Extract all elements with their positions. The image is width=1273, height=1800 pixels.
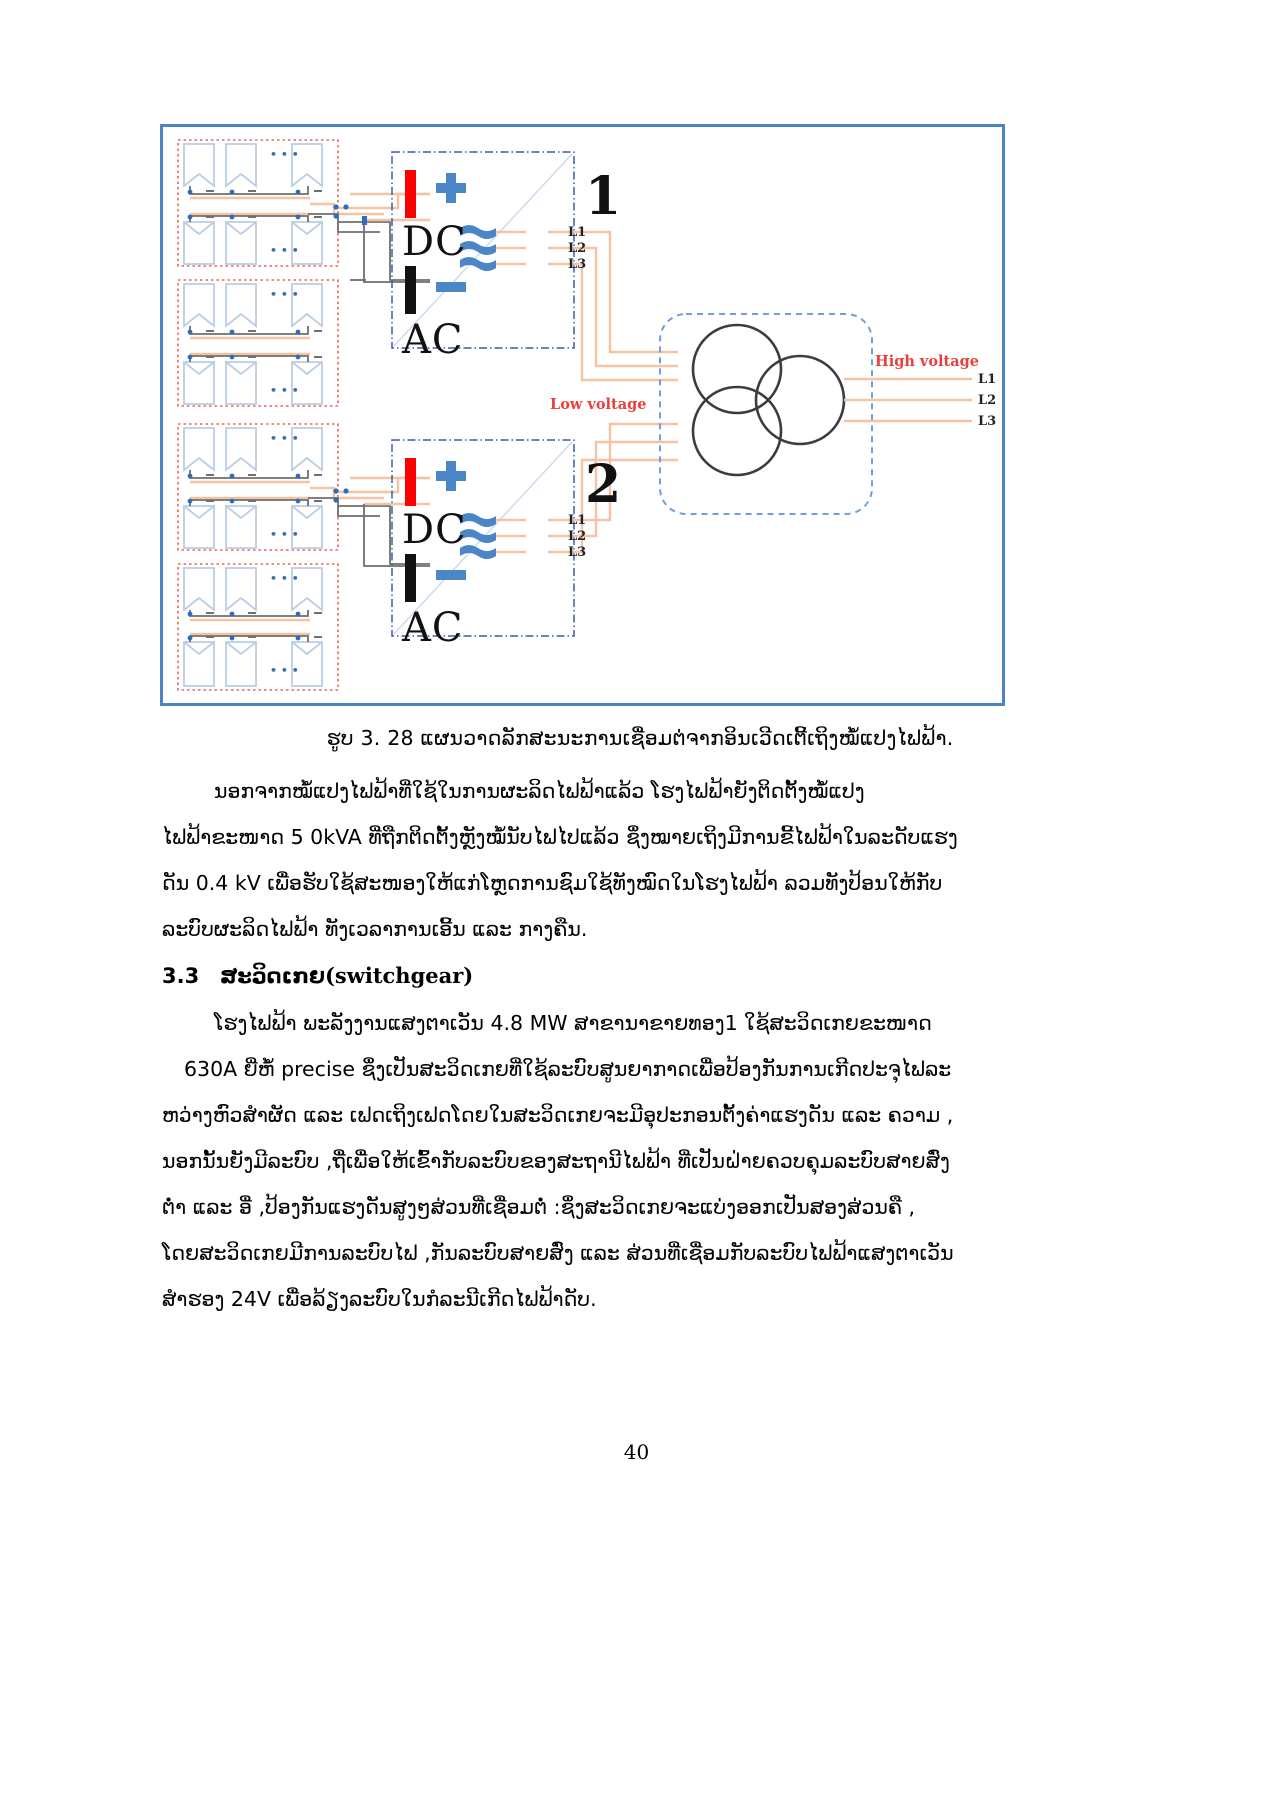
single-line-diagram: • • • • • •: [177, 139, 972, 691]
plus-icon-2: [436, 461, 466, 491]
inverter-2-box: [391, 439, 575, 637]
paragraph-1: ນອກຈາກໝໍ້ແປງໄຟຟ້າທີ່ໃຊ້ໃນການຜະລິດໄຟຟ້າແລ…: [162, 768, 1120, 952]
p2-line-4: ນອກນັ້ນຍັງມີລະບົບ ,ຖື່ເພື່ອໃຫ້ເຂົ້າກັບລະ…: [162, 1149, 950, 1173]
figure-caption: ຮູບ 3. 28 ແຜນວາດລັກສະນະການເຊື່ອມຕ່ຈາກອິນ…: [326, 726, 954, 750]
p1-line-1: ນອກຈາກໝໍ້ແປງໄຟຟ້າທີ່ໃຊ້ໃນການຜະລິດໄຟຟ້າແລ…: [214, 779, 865, 803]
figure-border: [160, 124, 1005, 706]
hv-output-lines: [844, 377, 972, 423]
body-text: ນອກຈາກໝໍ້ແປງໄຟຟ້າທີ່ໃຊ້ໃນການຜະລິດໄຟຟ້າແລ…: [162, 768, 1120, 1322]
svg-text:• • •: • • •: [270, 148, 299, 161]
plus-icon: [436, 173, 466, 203]
inverter-1-box: [391, 151, 575, 349]
pv-array-group-1: • • • • • •: [177, 139, 339, 267]
p2-line-3: ຫວ່າງຫົວສໍາຜັດ ແລະ ເຟດເຖິງເຟດໂດຍໃນສະວິດເ…: [162, 1103, 954, 1127]
ac-wave-icon: [460, 225, 496, 271]
hv-phase-l1: L1: [978, 372, 997, 387]
inverter-1-dc-label: DC: [402, 219, 467, 265]
section-number: 3.3: [162, 964, 200, 988]
minus-icon-2: [436, 570, 466, 580]
p2-line-1: ໂຮງໄຟຟ້າ ພະລັງງານແສງຕາເວັນ 4.8 MW ສາຂານາ…: [214, 1011, 932, 1035]
section-title-en: (switchgear): [325, 963, 474, 988]
svg-text:• • •: • • •: [270, 384, 299, 397]
svg-text:• • •: • • •: [270, 572, 299, 585]
dc-positive-bar: [405, 170, 416, 218]
inverter-1-phase-l2: L2: [568, 241, 587, 256]
p1-line-3: ດັນ 0.4 kV ເພື່ອຮັບໃຊ້ສະໜອງໃຫ້ແກ່ໂຫຼດການ…: [162, 871, 943, 895]
p2-line-5: ຕໍ່າ ແລະ ອື່ ,ປ້ອງກັນແຮງດັນສູງໆສ່ວນທີ່ເຊ…: [162, 1195, 916, 1219]
pv-array-group-4: • • • • • •: [177, 563, 339, 691]
svg-text:• • •: • • •: [270, 432, 299, 445]
svg-text:• • •: • • •: [270, 288, 299, 301]
transformer-winding-1: [691, 323, 783, 415]
inverter-2-ac-label: AC: [402, 605, 464, 651]
dc-negative-bar-2: [405, 554, 416, 602]
transformer-winding-3: [691, 385, 783, 477]
figure-3-28: • • • • • •: [160, 124, 1005, 706]
pv-array-group-2: • • • • • •: [177, 279, 339, 407]
pv-array-group-3: • • • • • •: [177, 423, 339, 551]
dc-bus-nodes-1: [333, 204, 367, 225]
svg-text:• • •: • • •: [270, 244, 299, 257]
p1-line-2: ໄຟຟ້າຂະໜາດ 5 0kVA ທີ່ຖືກຕິດຕັ້ງຫຼັງໝໍ້ນັ…: [162, 825, 958, 849]
hv-phase-l3: L3: [978, 414, 997, 429]
inverter-2-dc-label: DC: [402, 507, 467, 553]
ac-wave-icon-2: [460, 513, 496, 559]
lv-feeders-inverter-1: [548, 230, 678, 382]
p1-line-4: ລະບົບຜະລິດໄຟຟ້າ ທັງເວລາການເອີ້ນ ແລະ ກາງຄ…: [162, 917, 588, 941]
dc-positive-bar-2: [405, 458, 416, 506]
minus-icon: [436, 282, 466, 292]
inverter-2-phase-l3: L3: [568, 545, 587, 560]
p2-line-6: ໂດຍສະວິດເກຍມີການລະບົບໄຟ ,ກັນລະບົບສາຍສົ່ງ…: [162, 1241, 954, 1265]
inverter-2-number: 2: [585, 454, 622, 515]
inverter-2-phase-l1: L1: [568, 513, 587, 528]
p2-line-7: ສໍາຮອງ 24V ເພື່ອລ້ຽງລະບົບໃນກໍລະນີເກີດໄຟຟ…: [162, 1287, 597, 1311]
svg-text:• • •: • • •: [270, 664, 299, 677]
page-number: 40: [623, 1440, 650, 1464]
transformer-box: [659, 313, 873, 515]
inverter-1-phase-l3: L3: [568, 257, 587, 272]
section-title-lao: ສະວິດເກຍ: [220, 964, 325, 988]
low-voltage-annotation: Low voltage: [550, 396, 647, 413]
paragraph-2: ໂຮງໄຟຟ້າ ພະລັງງານແສງຕາເວັນ 4.8 MW ສາຂານາ…: [162, 1000, 1120, 1322]
p2-line-2: 630A ຍີ່ຫໍ້ precise ຊຶ່ງເປັນສະວິດເກຍທີ່ໃ…: [184, 1057, 952, 1081]
dc-negative-bar: [405, 266, 416, 314]
inverter-1-number: 1: [585, 166, 622, 227]
inverter-2-phase-l2: L2: [568, 529, 587, 544]
section-heading-3-3: 3.3 ສະວິດເກຍ (switchgear): [162, 952, 1120, 1000]
svg-text:• • •: • • •: [270, 528, 299, 541]
lv-feeders-inverter-2: [548, 422, 678, 554]
hv-phase-l2: L2: [978, 393, 997, 408]
dc-bus-nodes-2: [333, 488, 349, 503]
inverter-1-phase-l1: L1: [568, 225, 587, 240]
inverter-1-ac-label: AC: [402, 317, 464, 363]
high-voltage-annotation: High voltage: [875, 353, 979, 370]
